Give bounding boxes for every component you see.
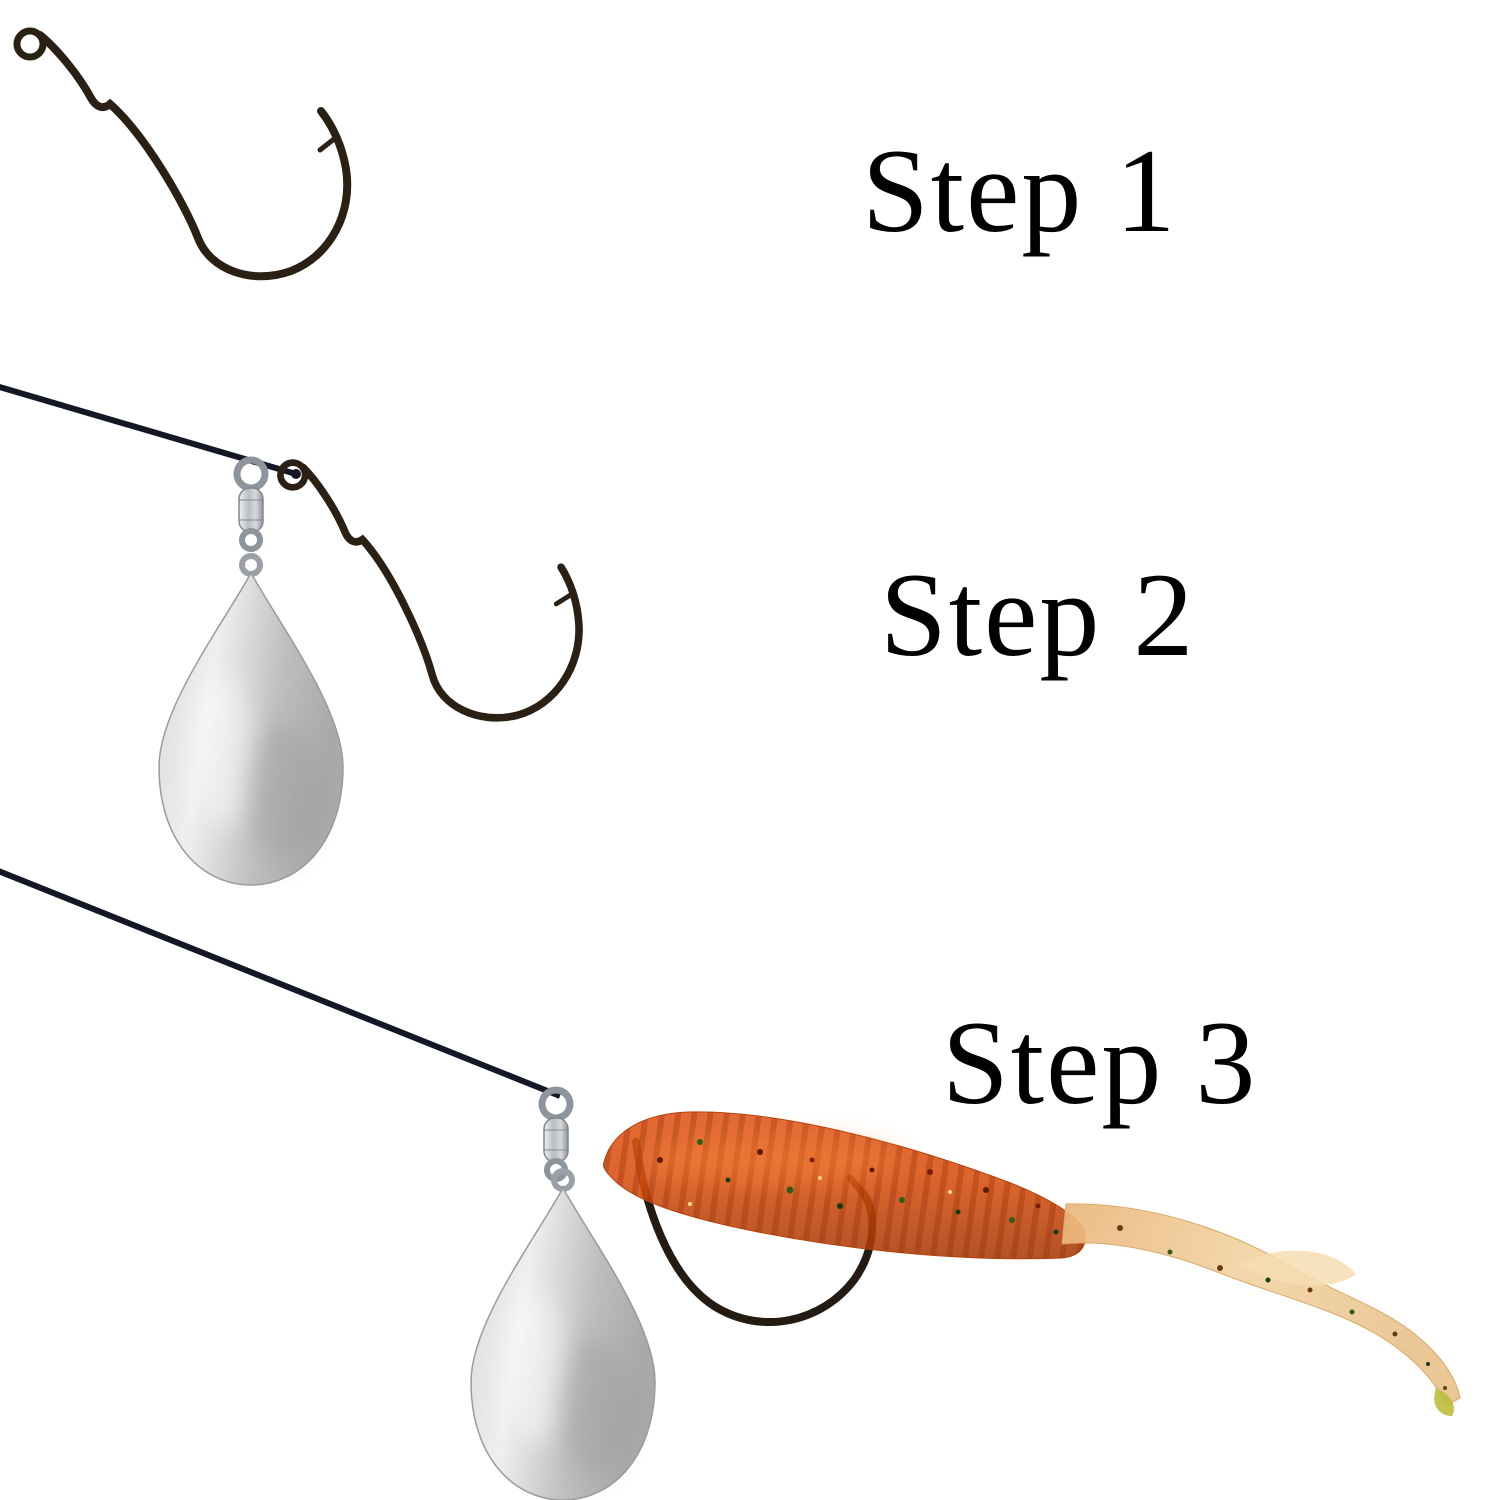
step-3-rig-illustration	[0, 868, 1461, 1500]
worm-ribs	[603, 1111, 1086, 1259]
step-3-label: Step 3	[942, 996, 1258, 1129]
worm-tail	[1061, 1203, 1461, 1407]
worm-tail-tip	[1434, 1388, 1455, 1416]
soft-plastic-worm-lure-icon	[603, 1111, 1461, 1416]
fishing-line-icon	[0, 868, 562, 1099]
teardrop-sinker-icon	[471, 1171, 655, 1500]
barrel-swivel-icon	[542, 1090, 570, 1179]
step-2-rig-illustration	[0, 384, 680, 925]
knot-icon	[291, 469, 301, 479]
worm-tail-glitter	[1117, 1225, 1447, 1390]
step-2-label: Step 2	[880, 548, 1196, 681]
step-1-label: Step 1	[862, 124, 1178, 257]
worm-glitter	[657, 1139, 1059, 1235]
worm-tail-twist	[1240, 1250, 1356, 1286]
worm-highlight	[640, 1136, 900, 1184]
